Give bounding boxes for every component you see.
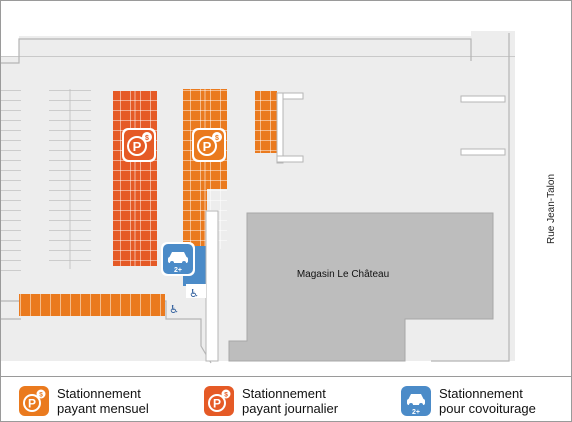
svg-text:2+: 2+ bbox=[412, 409, 420, 416]
svg-text:2+: 2+ bbox=[174, 267, 182, 274]
parking-daily-icon: P $ bbox=[204, 386, 234, 416]
legend-item-monthly: P $ Stationnement payant mensuel bbox=[19, 386, 149, 416]
lot-islands bbox=[205, 92, 506, 362]
store-label: Magasin Le Château bbox=[297, 269, 389, 280]
svg-text:$: $ bbox=[145, 135, 149, 142]
carpool-icon: 2+ bbox=[401, 386, 431, 416]
svg-text:P: P bbox=[213, 397, 221, 411]
svg-text:$: $ bbox=[39, 392, 43, 399]
accessible-parking-icon-2: ♿ bbox=[169, 303, 179, 316]
map-canvas: Magasin Le Château ♿ ♿ Rue Jean-Talon P … bbox=[1, 31, 557, 364]
svg-text:♿: ♿ bbox=[189, 287, 199, 300]
parking-monthly-icon: P $ bbox=[19, 386, 49, 416]
svg-text:$: $ bbox=[224, 392, 228, 399]
legend-label-daily: Stationnement payant journalier bbox=[242, 386, 338, 416]
legend-item-carpool: 2+ Stationnement pour covoiturage bbox=[401, 386, 536, 416]
svg-text:$: $ bbox=[215, 135, 219, 142]
legend-line: payant journalier bbox=[242, 401, 339, 416]
carpool-marker-icon: 2+ bbox=[161, 242, 195, 276]
parking-monthly-marker-icon: P $ bbox=[192, 128, 226, 162]
legend-line: Stationnement bbox=[439, 386, 523, 401]
grey-stalls-left bbox=[1, 81, 91, 271]
daily-parking-zone bbox=[113, 91, 157, 266]
legend-line: pour covoiturage bbox=[439, 401, 536, 416]
legend-label-monthly: Stationnement payant mensuel bbox=[57, 386, 149, 416]
svg-text:♿: ♿ bbox=[169, 303, 179, 316]
accessible-parking-icon: ♿ bbox=[186, 284, 206, 300]
svg-text:P: P bbox=[203, 139, 212, 154]
legend-line: Stationnement bbox=[242, 386, 326, 401]
legend-item-daily: P $ Stationnement payant journalier bbox=[204, 386, 338, 416]
svg-text:P: P bbox=[28, 397, 36, 411]
legend-line: payant mensuel bbox=[57, 401, 149, 416]
street-label: Rue Jean-Talon bbox=[546, 174, 557, 244]
parking-daily-marker-icon: P $ bbox=[122, 128, 156, 162]
svg-text:P: P bbox=[133, 139, 142, 154]
store-building: Magasin Le Château bbox=[228, 212, 494, 362]
legend-label-carpool: Stationnement pour covoiturage bbox=[439, 386, 536, 416]
legend-line: Stationnement bbox=[57, 386, 141, 401]
map-legend: P $ Stationnement payant mensuel P $ Sta… bbox=[1, 376, 571, 421]
